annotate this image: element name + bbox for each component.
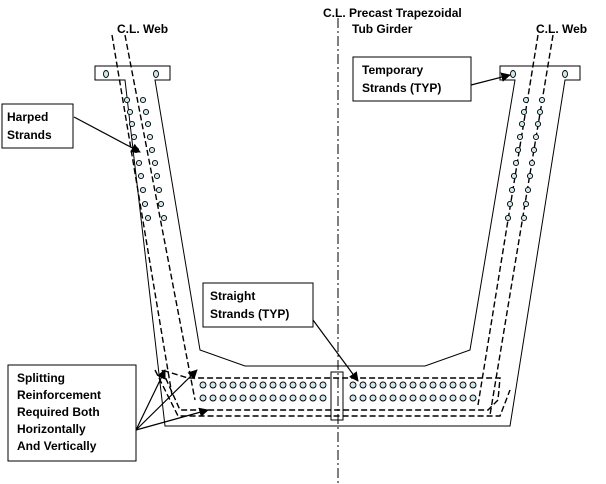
cl-girder-label-line2: Tub Girder bbox=[352, 22, 413, 36]
straight-strand bbox=[249, 394, 257, 402]
straight-strand bbox=[209, 394, 217, 402]
straight-strand bbox=[469, 394, 477, 402]
straight-strand bbox=[269, 381, 277, 389]
straight-label-line2: Strands (TYP) bbox=[210, 307, 289, 321]
temporary-label-line1: Temporary bbox=[362, 63, 423, 77]
straight-strand bbox=[239, 381, 247, 389]
straight-strand bbox=[459, 394, 467, 402]
straight-strand bbox=[369, 394, 377, 402]
straight-strand bbox=[369, 381, 377, 389]
straight-arrow bbox=[312, 319, 359, 382]
straight-strand bbox=[409, 394, 417, 402]
straight-strand bbox=[199, 381, 207, 389]
temporary-label-line2: Strands (TYP) bbox=[362, 81, 441, 95]
splitting-label-line2: Reinforcement bbox=[17, 388, 101, 402]
flange-holes bbox=[103, 70, 568, 78]
straight-strand bbox=[449, 381, 457, 389]
reinforcement-outer-loop bbox=[154, 369, 511, 417]
straight-strand bbox=[219, 394, 227, 402]
straight-strand bbox=[319, 394, 327, 402]
straight-strand bbox=[249, 381, 257, 389]
harped-strands-right bbox=[504, 96, 546, 222]
straight-strand bbox=[199, 394, 207, 402]
straight-strand bbox=[469, 381, 477, 389]
straight-strand bbox=[419, 394, 427, 402]
straight-strand bbox=[349, 394, 357, 402]
straight-strand bbox=[399, 394, 407, 402]
straight-label-box bbox=[202, 282, 314, 328]
splitting-arrow-1 bbox=[135, 369, 166, 431]
straight-strand bbox=[229, 394, 237, 402]
straight-strand bbox=[209, 381, 217, 389]
straight-strand bbox=[429, 381, 437, 389]
temporary-arrow bbox=[470, 72, 511, 86]
splitting-label-box bbox=[7, 364, 137, 462]
splitting-label-line1: Splitting bbox=[17, 371, 65, 385]
straight-strand bbox=[259, 381, 267, 389]
splitting-arrow-2 bbox=[135, 369, 198, 431]
straight-strand bbox=[279, 381, 287, 389]
center-duct bbox=[330, 371, 344, 421]
straight-strand bbox=[439, 394, 447, 402]
harped-label-line1: Harped bbox=[7, 110, 48, 124]
straight-strand bbox=[389, 381, 397, 389]
straight-strand bbox=[429, 394, 437, 402]
splitting-arrow-3 bbox=[135, 407, 209, 431]
splitting-label-line4: Horizontally bbox=[17, 422, 86, 436]
splitting-label-line5: And Vertically bbox=[17, 439, 97, 453]
harped-arrow bbox=[73, 116, 141, 153]
straight-strand bbox=[239, 394, 247, 402]
straight-label-line1: Straight bbox=[210, 289, 255, 303]
straight-strand bbox=[379, 394, 387, 402]
straight-strand bbox=[409, 381, 417, 389]
straight-strand bbox=[459, 381, 467, 389]
harped-strands-left bbox=[123, 96, 168, 222]
straight-strand bbox=[319, 381, 327, 389]
cl-web-right-label: C.L. Web bbox=[536, 22, 587, 36]
straight-strand bbox=[289, 381, 297, 389]
straight-strand bbox=[309, 394, 317, 402]
straight-strand bbox=[309, 381, 317, 389]
straight-strand bbox=[259, 394, 267, 402]
cl-web-right-line-b bbox=[489, 34, 554, 416]
straight-strand bbox=[279, 394, 287, 402]
straight-strand bbox=[299, 394, 307, 402]
straight-strand bbox=[449, 394, 457, 402]
straight-strand bbox=[389, 394, 397, 402]
temporary-label-box bbox=[352, 56, 472, 102]
straight-strand bbox=[219, 381, 227, 389]
straight-strand bbox=[289, 394, 297, 402]
splitting-label-line3: Required Both bbox=[17, 405, 100, 419]
cl-web-left-label: C.L. Web bbox=[117, 22, 168, 36]
cl-web-left-line-a bbox=[111, 34, 173, 396]
straight-strand bbox=[359, 394, 367, 402]
straight-strand bbox=[419, 381, 427, 389]
straight-strand bbox=[379, 381, 387, 389]
girder-outline bbox=[94, 65, 581, 427]
straight-strand bbox=[269, 394, 277, 402]
cl-web-left-line-b bbox=[124, 34, 196, 401]
straight-strand bbox=[439, 381, 447, 389]
straight-strand bbox=[229, 381, 237, 389]
cl-girder-label-line1: C.L. Precast Trapezoidal bbox=[323, 6, 462, 20]
harped-label-box bbox=[1, 103, 74, 149]
straight-strand bbox=[359, 381, 367, 389]
straight-strands bbox=[199, 381, 477, 402]
straight-strand bbox=[399, 381, 407, 389]
straight-strand bbox=[299, 381, 307, 389]
straight-strand bbox=[349, 381, 357, 389]
harped-label-line2: Strands bbox=[7, 128, 52, 142]
